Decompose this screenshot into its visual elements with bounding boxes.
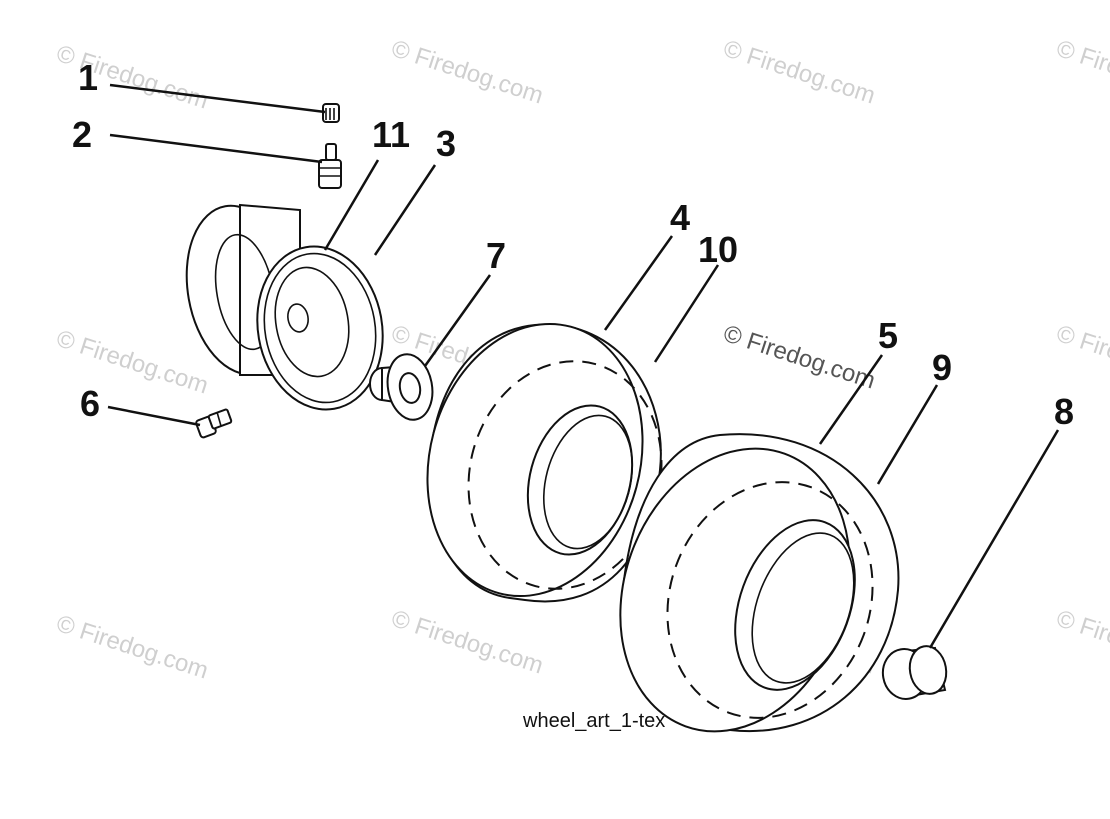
rear-tire-part xyxy=(619,433,900,733)
watermark: © Firedog.com xyxy=(1053,320,1110,394)
callouts: 1 2 11 3 7 4 10 5 9 8 6 xyxy=(72,57,1074,432)
callout-9: 9 xyxy=(932,347,952,388)
watermark: © Firedog.com xyxy=(1053,35,1110,109)
callout-7: 7 xyxy=(486,235,506,276)
callout-6: 6 xyxy=(80,383,100,424)
tire-part xyxy=(426,322,663,603)
callout-2: 2 xyxy=(72,114,92,155)
callout-5: 5 xyxy=(878,315,898,356)
watermark: © Firedog.com xyxy=(388,35,546,109)
callout-4: 4 xyxy=(670,197,690,238)
bushing-part xyxy=(369,353,434,421)
callout-1: 1 xyxy=(78,57,98,98)
callout-3: 3 xyxy=(436,123,456,164)
watermark-main: © Firedog.com xyxy=(720,320,878,394)
watermark: © Firedog.com xyxy=(53,40,211,114)
wheel-rim-part xyxy=(185,203,384,411)
watermark: © Firedog.com xyxy=(388,605,546,679)
watermark: © Firedog.com xyxy=(720,35,878,109)
watermark: © Firedog.com xyxy=(53,325,211,399)
valve-cap-part xyxy=(322,103,340,123)
leader-lines xyxy=(107,83,1060,649)
valve-stem-part xyxy=(318,143,342,189)
diagram-caption: wheel_art_1-tex xyxy=(522,710,665,732)
callout-8: 8 xyxy=(1054,391,1074,432)
callout-11: 11 xyxy=(372,114,410,155)
watermark: © Firedog.com xyxy=(53,610,211,684)
grease-fitting-part xyxy=(195,408,233,439)
watermark: © Firedog.com xyxy=(1053,605,1110,679)
hub-cap-part xyxy=(881,645,948,700)
callout-10: 10 xyxy=(698,229,738,270)
